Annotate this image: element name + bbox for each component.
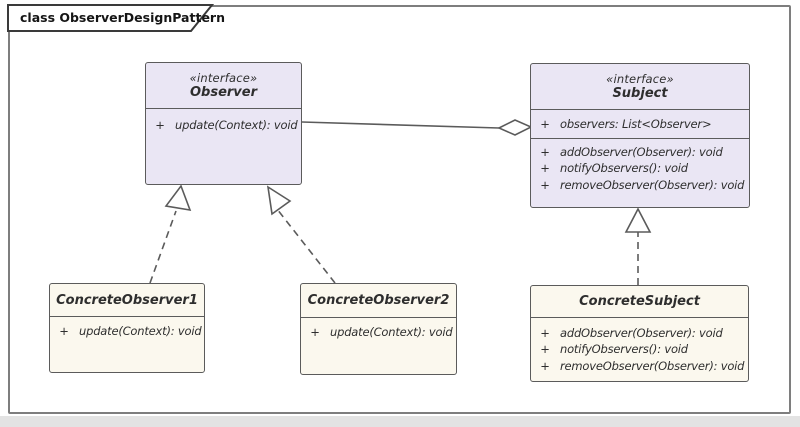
method-signature: removeObserver(Observer): void: [560, 177, 745, 192]
visibility-plus: +: [540, 161, 550, 176]
subject-name: Subject: [612, 86, 668, 101]
concrete-observer1-name: ConcreteObserver1: [56, 292, 198, 308]
concrete-subject-method: + notifyObservers(): void: [531, 341, 748, 357]
method-signature: notifyObservers(): void: [560, 342, 688, 357]
method-signature: notifyObservers(): void: [560, 161, 688, 176]
class-observer: «interface» Observer + update(Context): …: [145, 62, 302, 185]
subject-attribute: + observers: List<Observer>: [531, 116, 711, 132]
diagram-frame: [8, 5, 791, 414]
visibility-plus: +: [540, 358, 550, 373]
class-concrete-subject: ConcreteSubject + addObserver(Observer):…: [530, 285, 749, 382]
observer-method: + update(Context): void: [146, 117, 301, 133]
visibility-plus: +: [540, 326, 550, 340]
page-bottom-strip: [0, 416, 800, 427]
attribute-signature: observers: List<Observer>: [560, 116, 712, 131]
visibility-plus: +: [310, 325, 320, 339]
subject-method: + addObserver(Observer): void: [531, 144, 749, 160]
class-subject: «interface» Subject + observers: List<Ob…: [530, 63, 750, 208]
method-signature: update(Context): void: [330, 325, 453, 339]
method-signature: update(Context): void: [175, 118, 298, 132]
method-signature: addObserver(Observer): void: [560, 145, 723, 159]
concrete-subject-method: + addObserver(Observer): void: [531, 325, 748, 341]
class-concrete-observer1: ConcreteObserver1 + update(Context): voi…: [49, 283, 205, 373]
concrete-observer1-method: + update(Context): void: [50, 323, 204, 339]
concrete-subject-method: + removeObserver(Observer): void: [531, 358, 748, 374]
concrete-observer2-method: + update(Context): void: [301, 324, 456, 340]
class-concrete-observer2: ConcreteObserver2 + update(Context): voi…: [300, 283, 457, 375]
visibility-plus: +: [540, 177, 550, 192]
method-signature: addObserver(Observer): void: [560, 326, 723, 340]
visibility-plus: +: [155, 118, 165, 132]
frame-title: class ObserverDesignPattern: [20, 10, 225, 25]
subject-stereotype: «interface»: [606, 72, 674, 86]
concrete-subject-name: ConcreteSubject: [579, 294, 700, 309]
subject-method: + removeObserver(Observer): void: [531, 177, 749, 193]
method-signature: removeObserver(Observer): void: [560, 358, 745, 373]
method-signature: update(Context): void: [79, 324, 202, 338]
visibility-plus: +: [540, 116, 550, 131]
visibility-plus: +: [540, 145, 550, 159]
visibility-plus: +: [540, 342, 550, 357]
observer-stereotype: «interface»: [189, 71, 258, 85]
subject-method: + notifyObservers(): void: [531, 160, 749, 176]
observer-name: Observer: [189, 85, 258, 100]
visibility-plus: +: [59, 324, 69, 338]
concrete-observer2-name: ConcreteObserver2: [307, 293, 450, 308]
